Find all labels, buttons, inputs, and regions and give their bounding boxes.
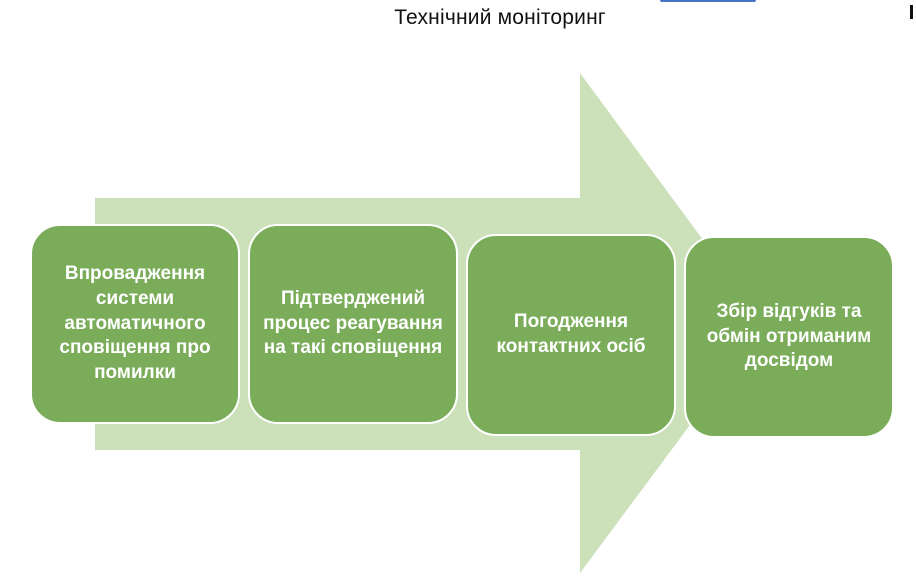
step-box-1: Впровадження системи автоматичного спові… [30, 224, 240, 424]
step-box-2: Підтверджений процес реагування на такі … [248, 224, 458, 424]
edge-mark [910, 5, 913, 19]
step-label-2: Підтверджений процес реагування на такі … [263, 287, 443, 359]
step-box-3: Погодження контактних осіб [466, 234, 676, 436]
step-label-3: Погодження контактних осіб [496, 311, 646, 357]
step-label-4: Збір відгуків та обмін отриманим досвідо… [706, 300, 872, 372]
step-label-1: Впровадження системи автоматичного спові… [59, 263, 211, 384]
partial-shape-top [660, 0, 756, 2]
step-box-4: Збір відгуків та обмін отриманим досвідо… [684, 236, 894, 438]
diagram-title: Технічний моніторинг [394, 6, 606, 29]
